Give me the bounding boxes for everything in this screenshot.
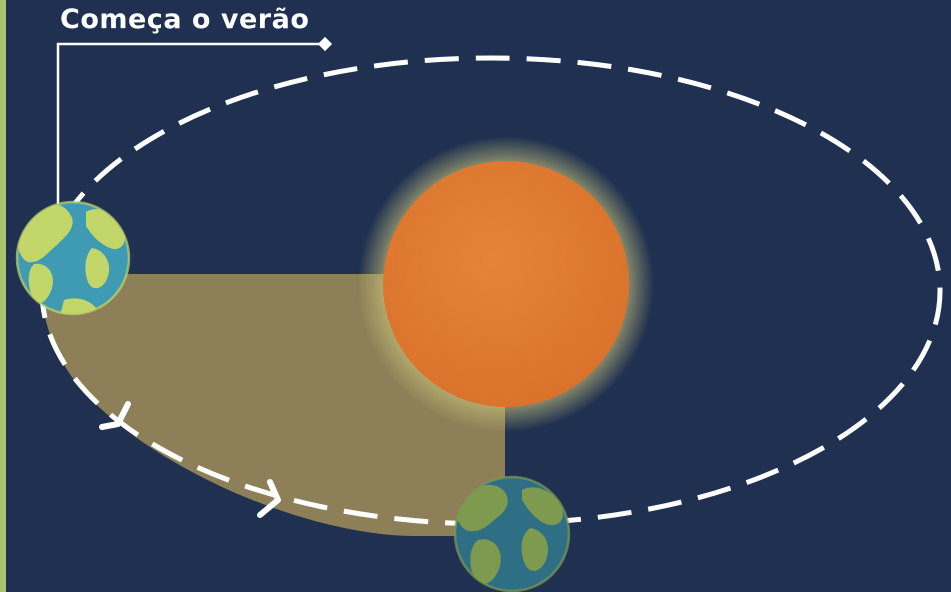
earth-globe-icon xyxy=(15,200,131,316)
callout-marker xyxy=(317,36,333,52)
chevron-arrow-icon xyxy=(99,401,131,430)
summer-start-label: Começa o verão xyxy=(60,4,310,35)
callout-line xyxy=(56,42,325,204)
left-border-stripe xyxy=(0,0,6,592)
sun-icon xyxy=(383,161,629,407)
chevron-arrow-icon xyxy=(257,479,281,518)
earth-globe-icon xyxy=(453,475,571,592)
